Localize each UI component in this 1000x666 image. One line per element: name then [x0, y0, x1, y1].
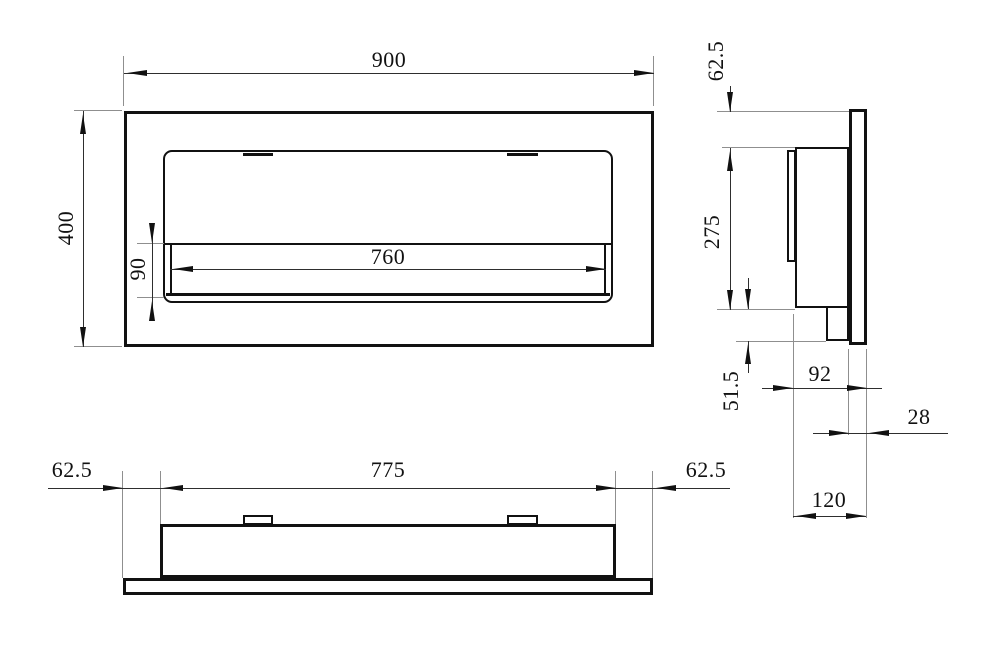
dimension-line — [793, 516, 866, 517]
dimension-line — [83, 111, 84, 347]
burner-slot-bottom-line — [166, 293, 610, 296]
arrowhead — [80, 111, 86, 134]
dimension-line — [124, 73, 654, 74]
front-tab-mark-left — [243, 153, 273, 156]
arrowhead — [847, 385, 870, 391]
extension-line — [653, 56, 654, 106]
arrowhead — [653, 485, 676, 491]
dim-label-plan-body-width: 775 — [370, 457, 406, 482]
plan-base-flange — [123, 578, 653, 595]
arrowhead — [160, 485, 183, 491]
extension-line — [123, 56, 124, 106]
plan-body — [160, 524, 616, 578]
arrowhead — [727, 290, 733, 313]
front-inner-opening — [163, 150, 613, 303]
arrowhead — [124, 70, 147, 76]
arrowhead — [586, 266, 609, 272]
dimension-line — [730, 148, 731, 310]
arrowhead — [866, 430, 889, 436]
extension-line — [74, 110, 122, 111]
dim-label-plan-left-margin: 62.5 — [51, 457, 93, 482]
extension-line — [736, 341, 826, 342]
side-bottom-step — [826, 306, 849, 341]
front-tab-mark-right — [507, 153, 538, 156]
arrowhead — [149, 223, 155, 246]
dimension-line — [170, 269, 606, 270]
arrowhead — [846, 513, 869, 519]
dim-label-body-depth: 92 — [808, 361, 832, 386]
extension-line — [160, 471, 161, 524]
arrowhead — [634, 70, 657, 76]
extension-line — [615, 471, 616, 524]
extension-line — [122, 471, 123, 578]
arrowhead — [149, 298, 155, 321]
arrowhead — [773, 385, 796, 391]
dim-label-opening-width: 760 — [370, 244, 406, 269]
extension-line — [717, 111, 849, 112]
burner-slot-top-line — [164, 243, 612, 245]
extension-line — [793, 314, 794, 518]
extension-line — [137, 297, 164, 298]
dim-label-total-depth: 120 — [811, 487, 847, 512]
arrowhead — [745, 341, 751, 364]
plan-tab-left — [243, 515, 273, 525]
dimension-line — [48, 488, 730, 489]
arrowhead — [727, 148, 733, 171]
side-body — [795, 147, 849, 308]
dimension-line — [762, 388, 882, 389]
arrowhead — [596, 485, 619, 491]
extension-line — [717, 309, 795, 310]
plan-tab-right — [507, 515, 538, 525]
dim-label-panel-thickness: 28 — [907, 404, 931, 429]
front-outer-frame — [124, 111, 654, 347]
dimension-line — [152, 223, 153, 319]
arrowhead — [80, 327, 86, 350]
side-mounting-bracket — [787, 150, 796, 262]
extension-line — [722, 147, 795, 148]
arrowhead — [745, 289, 751, 312]
extension-line — [74, 346, 122, 347]
extension-line — [137, 243, 164, 244]
extension-line — [848, 349, 849, 435]
dim-label-front-width: 900 — [371, 47, 407, 72]
arrowhead — [103, 485, 126, 491]
side-front-panel — [849, 109, 867, 345]
dim-label-plan-right-margin: 62.5 — [685, 457, 727, 482]
arrowhead — [829, 430, 852, 436]
arrowhead — [793, 513, 816, 519]
extension-line — [652, 471, 653, 578]
arrowhead — [170, 266, 193, 272]
arrowhead — [727, 92, 733, 115]
